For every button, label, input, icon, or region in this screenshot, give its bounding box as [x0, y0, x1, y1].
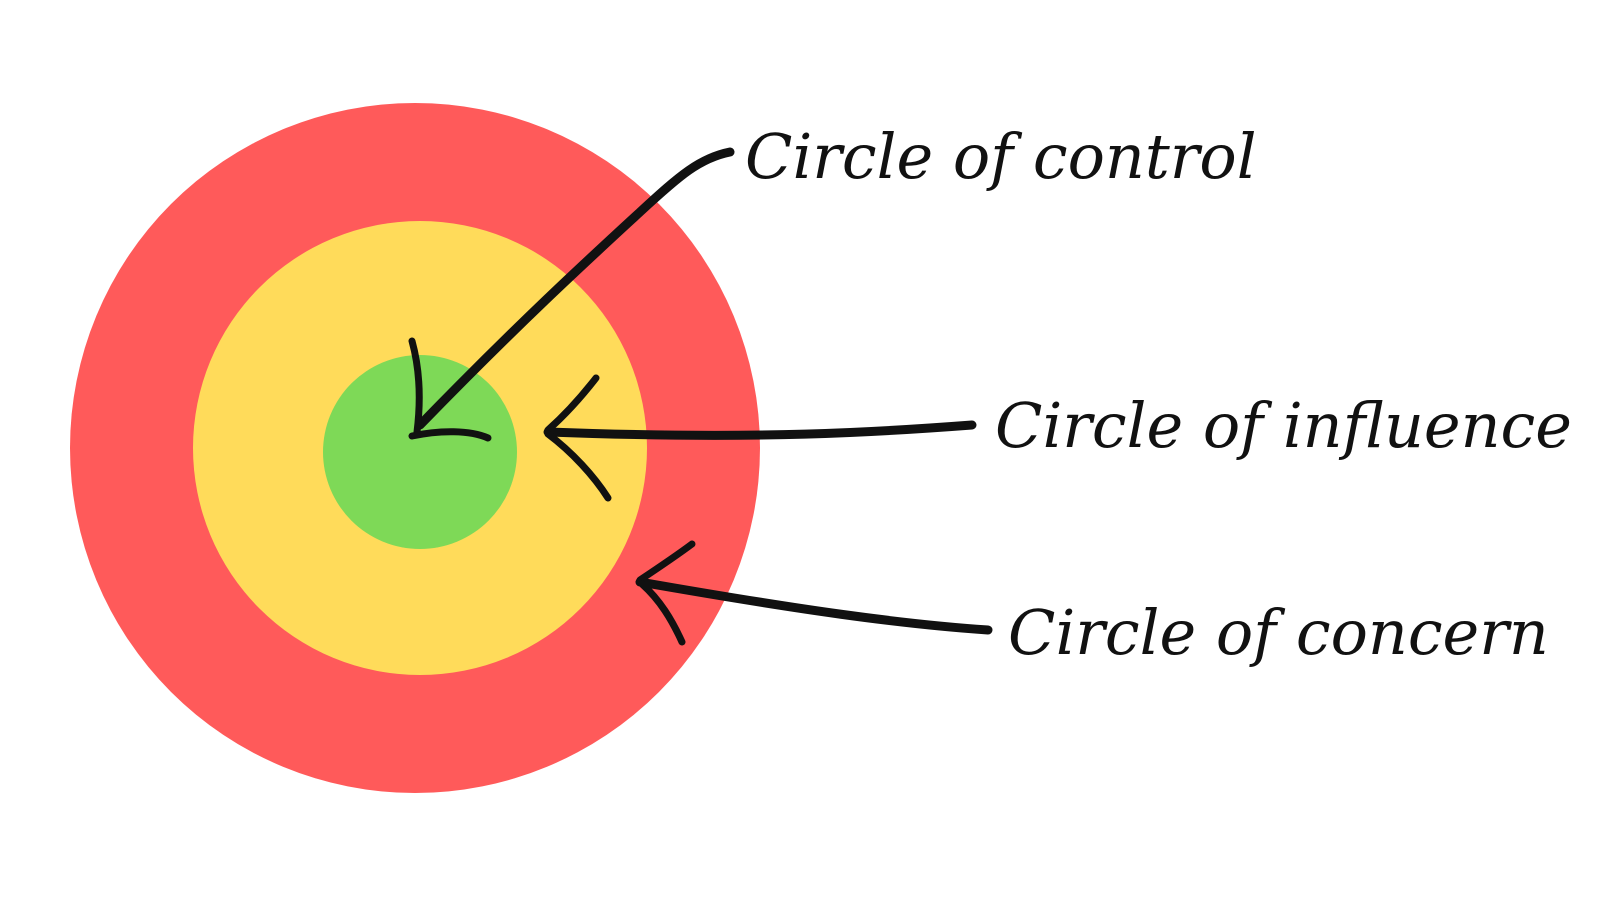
concentric-circles — [70, 103, 760, 793]
influence-arrow — [543, 374, 977, 502]
concern-arrow — [635, 540, 993, 646]
influence-arrow-shaft — [543, 420, 977, 440]
control-arrow-head-lower — [408, 428, 492, 442]
control-arrow-shaft — [415, 147, 735, 430]
control-arrow — [408, 147, 735, 442]
circle-of-concern-label: Circle of concern — [1008, 596, 1549, 669]
control-arrow-head-upper — [408, 337, 423, 436]
circle-of-control-label: Circle of control — [745, 120, 1257, 193]
concern-arrow-head-lower — [638, 580, 686, 646]
concern-arrow-head-upper — [636, 540, 696, 584]
circle-of-influence-label: Circle of influence — [995, 389, 1572, 462]
influence-arrow-head-upper — [544, 374, 600, 434]
influence-arrow-head-lower — [544, 430, 612, 502]
concern-arrow-shaft — [635, 577, 993, 635]
circle-of-control-ring — [323, 355, 517, 549]
